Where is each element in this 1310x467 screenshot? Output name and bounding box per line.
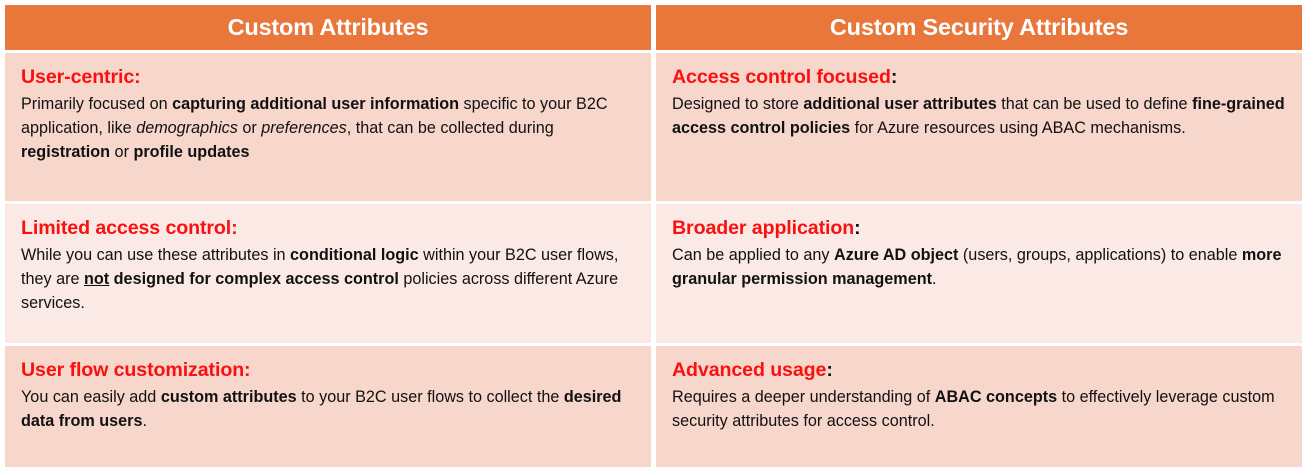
cell-body: You can easily add custom attributes to …: [21, 388, 622, 430]
column-header-custom-security-attributes: Custom Security Attributes: [656, 5, 1302, 50]
cell-right-row3: Advanced usage: Requires a deeper unders…: [656, 346, 1302, 467]
cell-body: Designed to store additional user attrib…: [672, 95, 1285, 137]
cell-title: Broader application:: [672, 217, 861, 239]
table-row: User flow customization: You can easily …: [5, 346, 1302, 467]
cell-right-row1: Access control focused: Designed to stor…: [656, 53, 1302, 201]
cell-left-row1: User-centric: Primarily focused on captu…: [5, 53, 651, 201]
table-row: User-centric: Primarily focused on captu…: [5, 53, 1302, 201]
cell-body: Can be applied to any Azure AD object (u…: [672, 246, 1282, 288]
column-header-custom-attributes: Custom Attributes: [5, 5, 651, 50]
cell-title: Limited access control:: [21, 217, 238, 239]
cell-title: Advanced usage:: [672, 359, 833, 381]
table-body: User-centric: Primarily focused on captu…: [5, 53, 1302, 467]
comparison-table: Custom Attributes Custom Security Attrib…: [5, 5, 1302, 467]
cell-right-row2: Broader application: Can be applied to a…: [656, 204, 1302, 343]
cell-title: User-centric:: [21, 66, 141, 88]
cell-title: User flow customization:: [21, 359, 251, 381]
cell-left-row3: User flow customization: You can easily …: [5, 346, 651, 467]
table-row: Limited access control: While you can us…: [5, 204, 1302, 343]
cell-left-row2: Limited access control: While you can us…: [5, 204, 651, 343]
cell-body: Requires a deeper understanding of ABAC …: [672, 388, 1275, 430]
table-header-row: Custom Attributes Custom Security Attrib…: [5, 5, 1302, 50]
cell-body: While you can use these attributes in co…: [21, 246, 619, 312]
cell-body: Primarily focused on capturing additiona…: [21, 95, 608, 161]
cell-title: Access control focused:: [672, 66, 898, 88]
